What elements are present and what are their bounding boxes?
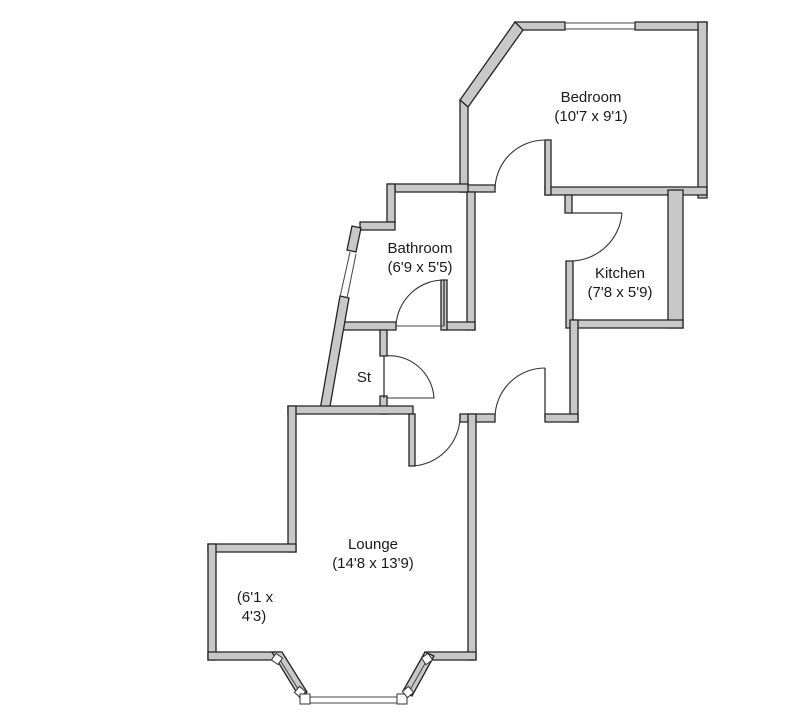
bathroom-right-wall bbox=[466, 191, 476, 331]
bay-frame-right-small bbox=[401, 685, 415, 699]
bathroom-window-line-a bbox=[339, 251, 351, 298]
bathroom-door-swing bbox=[395, 279, 445, 327]
bathroom-bottom-wall-left bbox=[337, 321, 397, 331]
bathroom-window-pier-top bbox=[346, 225, 362, 253]
hall-bottom-wall-right bbox=[544, 413, 579, 423]
kitchen-door-swing bbox=[569, 212, 623, 262]
bathroom-top-step bbox=[386, 183, 396, 223]
bay-frame-right bbox=[396, 693, 408, 705]
kitchen-name: Kitchen bbox=[595, 265, 645, 282]
west-angled-wall bbox=[319, 295, 350, 413]
bathroom-name: Bathroom bbox=[387, 240, 452, 257]
bedroom-dimensions: (10'7 x 9'1) bbox=[554, 108, 627, 125]
kitchen-left-wall-upper bbox=[564, 194, 573, 214]
lounge-door-jamb bbox=[408, 413, 416, 467]
bedroom-top-wall-right bbox=[634, 21, 708, 31]
bathroom-step-wall bbox=[359, 221, 396, 231]
bedroom-door-swing bbox=[494, 139, 546, 191]
bathroom-top-wall bbox=[387, 183, 469, 193]
bay-dimensions-line1: (6'1 x bbox=[237, 589, 274, 606]
bedroom-name: Bedroom bbox=[561, 89, 622, 106]
kitchen-dimensions: (7'8 x 5'9) bbox=[588, 284, 653, 301]
lounge-step-wall bbox=[207, 543, 297, 553]
windows bbox=[270, 22, 635, 705]
bathroom-bottom-wall-right bbox=[443, 321, 476, 331]
bedroom-right-wall bbox=[697, 21, 708, 199]
store-name: St bbox=[357, 369, 372, 386]
walls bbox=[207, 20, 708, 699]
bathroom-dimensions: (6'9 x 5'5) bbox=[388, 259, 453, 276]
bathroom-window-line-b bbox=[346, 253, 357, 299]
bay-dimensions-line2: 4'3) bbox=[242, 608, 267, 625]
lounge-right-wall bbox=[467, 413, 477, 661]
store-bottom-wall bbox=[287, 405, 414, 415]
lounge-door-swing bbox=[411, 417, 461, 467]
kitchen-right-wall bbox=[667, 189, 684, 329]
doors bbox=[383, 139, 623, 467]
hall-bottom-wall-mid bbox=[459, 413, 496, 423]
bay-frame-left bbox=[299, 693, 311, 705]
room-labels: Bedroom (10'7 x 9'1) Bathroom (6'9 x 5'5… bbox=[237, 89, 653, 625]
bedroom-door-jamb bbox=[544, 139, 552, 196]
lounge-dimensions: (14'8 x 13'9) bbox=[332, 555, 414, 572]
lounge-bottom-wall-left bbox=[207, 651, 281, 661]
lounge-left-upper-wall bbox=[287, 405, 297, 553]
bedroom-angled-wall bbox=[459, 20, 524, 108]
kitchen-bottom-wall bbox=[569, 319, 684, 329]
kitchen-left-wall-lower bbox=[565, 260, 574, 329]
bay-frame-upper-left bbox=[270, 652, 284, 666]
bay-frame-upper-right bbox=[420, 652, 434, 666]
store-right-wall-upper bbox=[379, 329, 388, 357]
lounge-name: Lounge bbox=[348, 536, 398, 553]
hall-right-wall bbox=[569, 319, 579, 423]
bedroom-left-wall bbox=[459, 98, 469, 193]
lounge-left-wall bbox=[207, 543, 217, 661]
store-door-swing bbox=[383, 355, 435, 399]
hall-door-swing bbox=[494, 367, 546, 419]
